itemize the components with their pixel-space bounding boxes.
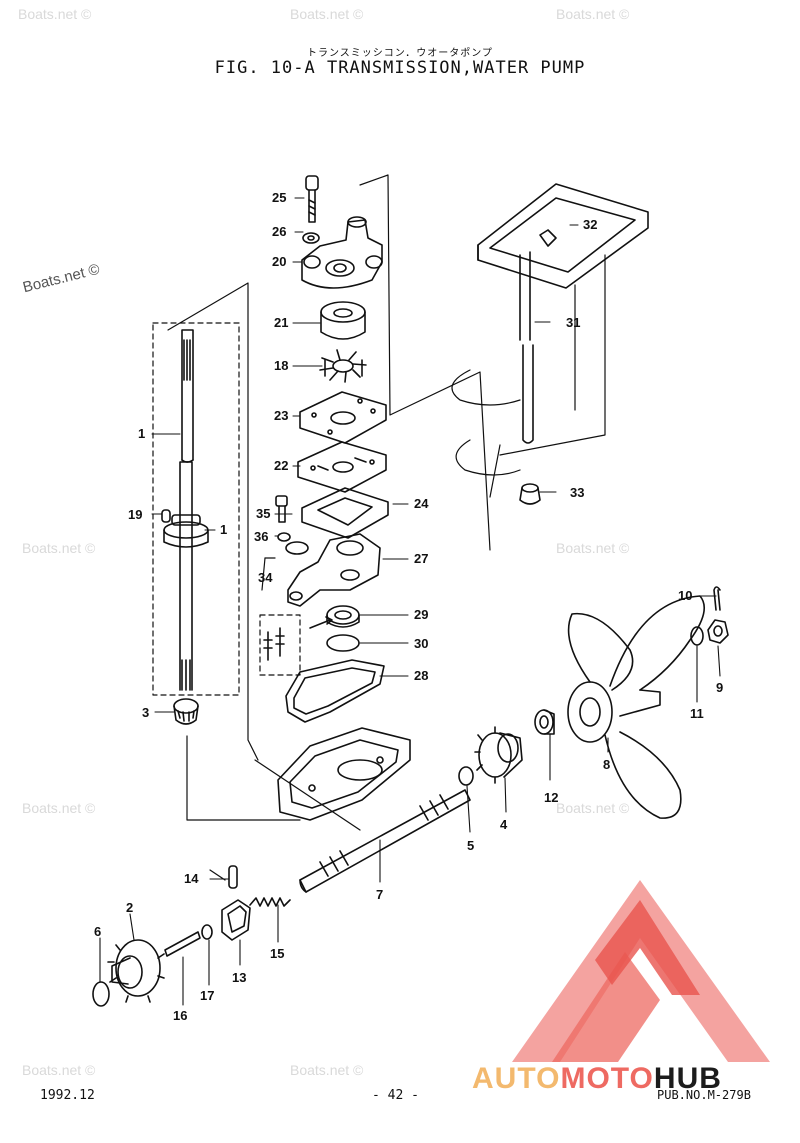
callout-11: 11	[690, 706, 704, 721]
callout-28: 28	[414, 668, 429, 683]
callout-26: 26	[272, 224, 287, 239]
propeller-part	[567, 595, 706, 819]
pin-part	[161, 509, 171, 523]
plunger-part	[164, 931, 201, 957]
lower-case-part	[277, 727, 411, 821]
watermark: Boats.net ©	[556, 800, 630, 816]
shim-part	[92, 981, 110, 1007]
callout-24: 24	[414, 496, 429, 511]
pump-housing-part	[301, 216, 383, 289]
plate-part	[297, 441, 387, 493]
reverse-gear-part	[107, 939, 165, 1003]
brand-moto: MOTO	[560, 1062, 654, 1095]
stud-part	[263, 627, 285, 661]
spacer-part	[534, 709, 555, 735]
washer-part	[690, 626, 704, 646]
callout-30: 30	[414, 636, 429, 651]
page-number: - 42 -	[372, 1088, 419, 1103]
o-ring-part	[326, 634, 360, 652]
watermark: Boats.net ©	[556, 540, 630, 556]
bolt-part	[275, 495, 288, 523]
washer-part	[302, 232, 320, 244]
callout-27: 27	[414, 551, 429, 566]
gasket-part	[299, 391, 387, 444]
callout-8: 8	[603, 757, 611, 772]
propeller-shaft-part	[299, 789, 471, 893]
pinion-gear-part	[173, 698, 199, 725]
impeller-part	[319, 349, 367, 383]
watermark: Boats.net ©	[290, 6, 364, 22]
washer-part	[277, 532, 291, 542]
arrow-icon	[309, 616, 333, 629]
drive-shaft-part	[163, 461, 209, 691]
grommet-part	[285, 541, 309, 555]
callout-7: 7	[376, 887, 384, 902]
callout-1-upper: 1	[138, 426, 146, 441]
lower-housing-part	[287, 533, 381, 607]
washer-part	[458, 766, 474, 786]
footer-date: 1992.12	[40, 1088, 95, 1103]
water-tube-part	[519, 251, 534, 444]
callout-9: 9	[716, 680, 724, 695]
callout-20: 20	[272, 254, 287, 269]
figure-title: FIG. 10-A TRANSMISSION,WATER PUMP	[214, 58, 586, 78]
forward-gear-part	[474, 726, 523, 784]
callout-15: 15	[270, 946, 285, 961]
callout-34: 34	[258, 570, 273, 585]
automotohub-logo-icon	[512, 880, 770, 1062]
drive-shaft-part	[181, 329, 194, 463]
watermark: Boats.net ©	[22, 1062, 96, 1078]
spring-part	[249, 897, 291, 907]
watermark: Boats.net ©	[22, 540, 96, 556]
callout-29: 29	[414, 607, 429, 622]
brand-auto: AUTO	[472, 1062, 561, 1095]
callout-35: 35	[256, 506, 271, 521]
watermark: Boats.net ©	[18, 6, 92, 22]
watermark: Boats.net ©	[556, 6, 630, 22]
watermark: Boats.net ©	[22, 800, 96, 816]
oil-seal-part	[326, 605, 360, 628]
callout-3: 3	[142, 705, 150, 720]
callout-31: 31	[566, 315, 581, 330]
propeller-nut-part	[707, 619, 729, 644]
cotter-pin-part	[713, 586, 721, 611]
collar-part	[201, 924, 213, 940]
callout-10: 10	[678, 588, 693, 603]
callout-13: 13	[232, 970, 247, 985]
gasket-part	[301, 487, 389, 539]
upper-mount-plate-part	[477, 183, 649, 289]
callout-2: 2	[126, 900, 134, 915]
brand-hub: HUB	[653, 1062, 722, 1095]
pump-insert-part	[320, 301, 366, 340]
callout-1-lower: 1	[220, 522, 228, 537]
callout-14: 14	[184, 871, 199, 886]
callout-4: 4	[500, 817, 508, 832]
callout-23: 23	[274, 408, 289, 423]
callout-12: 12	[544, 790, 559, 805]
callout-22: 22	[274, 458, 289, 473]
callout-5: 5	[467, 838, 475, 853]
callout-18: 18	[274, 358, 289, 373]
callout-19: 19	[128, 507, 143, 522]
callout-6: 6	[94, 924, 102, 939]
brand-wordmark: AUTOMOTOHUB	[472, 1062, 722, 1096]
callout-16: 16	[173, 1008, 188, 1023]
bolt-part	[305, 175, 319, 223]
watermark: Boats.net ©	[290, 1062, 364, 1078]
publication-number: PUB.NO.M-279B	[657, 1088, 751, 1102]
grommet-part	[519, 483, 541, 505]
callout-33: 33	[570, 485, 585, 500]
gasket-part	[285, 659, 385, 723]
callout-36: 36	[254, 529, 269, 544]
callout-17: 17	[200, 988, 215, 1003]
japanese-title: トランスミッシコン．ウオータポンプ	[307, 48, 493, 59]
pin-part	[228, 865, 238, 889]
callout-32: 32	[583, 217, 598, 232]
callout-21: 21	[274, 315, 289, 330]
callout-25: 25	[272, 190, 287, 205]
dog-clutch-part	[221, 899, 251, 941]
